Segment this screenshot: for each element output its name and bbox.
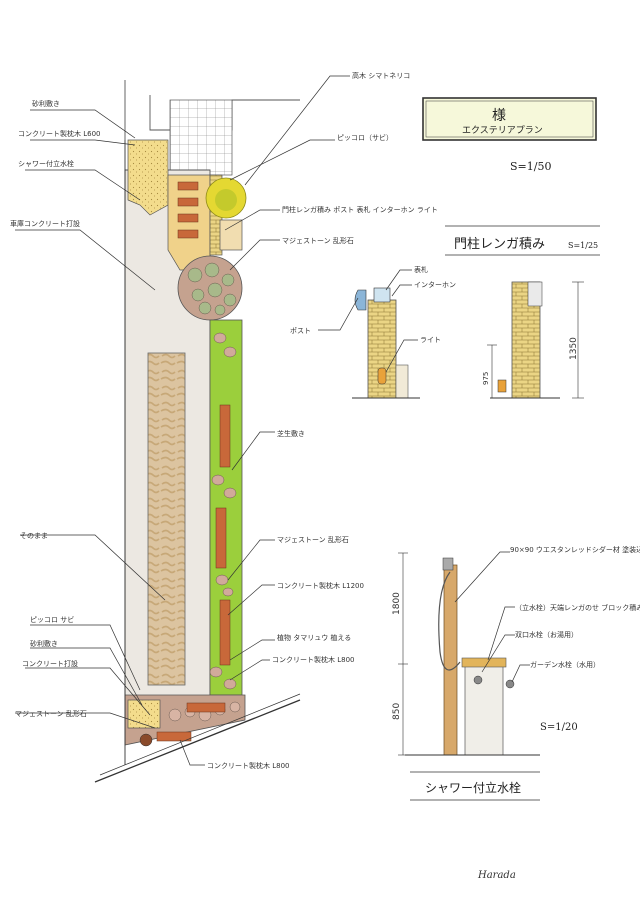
shower-dim-850: 850	[392, 703, 402, 720]
gravel-top	[127, 139, 169, 216]
leaders	[15, 75, 350, 766]
gate-dim-975: 975	[482, 372, 490, 385]
faucet-water-icon	[505, 679, 515, 689]
gate-scale: S=1/25	[568, 241, 598, 250]
gate-leaders	[318, 269, 418, 373]
shower-label-hot: 双口水栓（お湯用）	[515, 630, 578, 639]
label-majestone-bottom: マジェストーン 乱形石	[15, 709, 87, 718]
title-box-inner	[425, 100, 594, 138]
main-scale: S=1/50	[510, 160, 551, 173]
sleeper	[215, 507, 227, 569]
shower-block-cap	[461, 657, 507, 668]
gate-dimensions	[487, 281, 584, 399]
shower-label-water: ガーデン水栓（水用）	[530, 660, 600, 669]
shower-post	[443, 564, 458, 756]
label-sleeper-l1200: コンクリート製枕木 L1200	[277, 581, 364, 590]
plan-labels: 砂利敷き コンクリート製枕木 L600 シャワー付立水栓 車庫コンクリート打設 …	[10, 71, 438, 770]
label-lawn: 芝生敷き	[277, 429, 305, 438]
gate-dim-1350: 1350	[569, 337, 579, 360]
label-gravel-bottom: 砂利敷き	[30, 639, 58, 648]
label-sleeper-l600: コンクリート製枕木 L600	[18, 129, 101, 138]
label-majestone-mid: マジェストーン 乱形石	[277, 535, 349, 544]
sleeper	[219, 404, 231, 468]
sleeper	[177, 213, 199, 223]
gate-label-intercom: インターホン	[414, 280, 456, 289]
title-box	[422, 97, 597, 141]
sleepers-top	[177, 181, 199, 239]
sleeper	[177, 197, 199, 207]
label-sleeper-l800-bottom: コンクリート製枕木 L800	[207, 761, 290, 770]
gate-front-post	[354, 289, 367, 311]
label-picolo-bottom: ピッコロ サビ	[30, 615, 74, 624]
label-picolo-top: ピッコロ（サビ）	[337, 133, 393, 142]
sleeper-bottom	[186, 702, 226, 713]
signature: Harada	[477, 870, 516, 881]
gate-front-intercom	[373, 287, 391, 303]
street-line-2	[99, 693, 301, 776]
title-block: 様 エクステリアプラン S=1/50	[422, 97, 597, 173]
stepping-stones	[209, 332, 237, 690]
label-carport: 車庫コンクリート打設	[10, 219, 80, 228]
stone-circle-stones	[187, 262, 237, 316]
bottom-pot	[139, 733, 153, 747]
sleepers-lawn	[215, 404, 231, 666]
tile-area	[169, 99, 233, 176]
gate-label-nameplate: 表札	[414, 265, 428, 274]
label-sleeper-l800-right: コンクリート製枕木 L800	[272, 655, 355, 664]
gate-label-light: ライト	[420, 336, 441, 344]
shower-title: シャワー付立水栓	[425, 780, 521, 795]
label-gravel-top: 砂利敷き	[32, 99, 60, 108]
label-existing: そのまま	[20, 532, 48, 540]
sleeper	[219, 599, 231, 666]
shower-scale: S=1/20	[540, 722, 578, 733]
gate-side-box	[527, 281, 543, 307]
label-majestone-top: マジェストーン 乱形石	[282, 236, 354, 245]
label-tree: 高木 シマトネリコ	[352, 71, 410, 80]
sleeper	[177, 181, 199, 191]
gate-title: 門柱レンガ積み	[454, 237, 545, 252]
gravel-bottom	[127, 699, 161, 729]
gate-front-light	[377, 367, 387, 385]
sleeper-bottom-2	[156, 731, 192, 742]
shower-label-post: 90×90 ウエスタンレッドシダー材 塗装込み	[510, 545, 640, 554]
shower-block	[464, 665, 504, 756]
title-plan: エクステリアプラン	[462, 125, 543, 136]
site-plan	[94, 80, 301, 783]
gate-side-lamp	[497, 379, 507, 393]
gate-section: 門柱レンガ積み S=1/25 975 1350	[290, 225, 600, 399]
shower-dim-1800: 1800	[392, 592, 402, 615]
sleeper	[177, 229, 199, 239]
gate-front-wing	[395, 364, 409, 399]
shower-label-block: （立水栓）天端レンガのせ ブロック積み・塗装	[515, 603, 640, 612]
title-sama: 様	[492, 108, 506, 124]
tree-canopy-inner	[215, 189, 237, 211]
label-shower-faucet: シャワー付立水栓	[18, 159, 74, 168]
shower-leaders	[454, 551, 530, 683]
shower-hose	[438, 571, 461, 671]
faucet-hot-icon	[473, 675, 483, 685]
shower-head	[442, 557, 454, 571]
shower-dimensions	[398, 552, 408, 756]
existing-paving	[147, 352, 186, 686]
label-plant: 植物 タマリュウ 植える	[277, 633, 351, 642]
label-concrete-bottom: コンクリート打設	[22, 659, 78, 668]
gate-label-post: ポスト	[290, 327, 311, 335]
street-line	[94, 699, 301, 783]
shower-section: 1800 850 90×90 ウエスタンレッドシダー材 塗装込み （立水栓）天端…	[392, 545, 640, 801]
gate-box	[219, 219, 243, 251]
label-gate-top: 門柱レンガ積み ポスト 表札 インターホン ライト	[282, 205, 438, 214]
